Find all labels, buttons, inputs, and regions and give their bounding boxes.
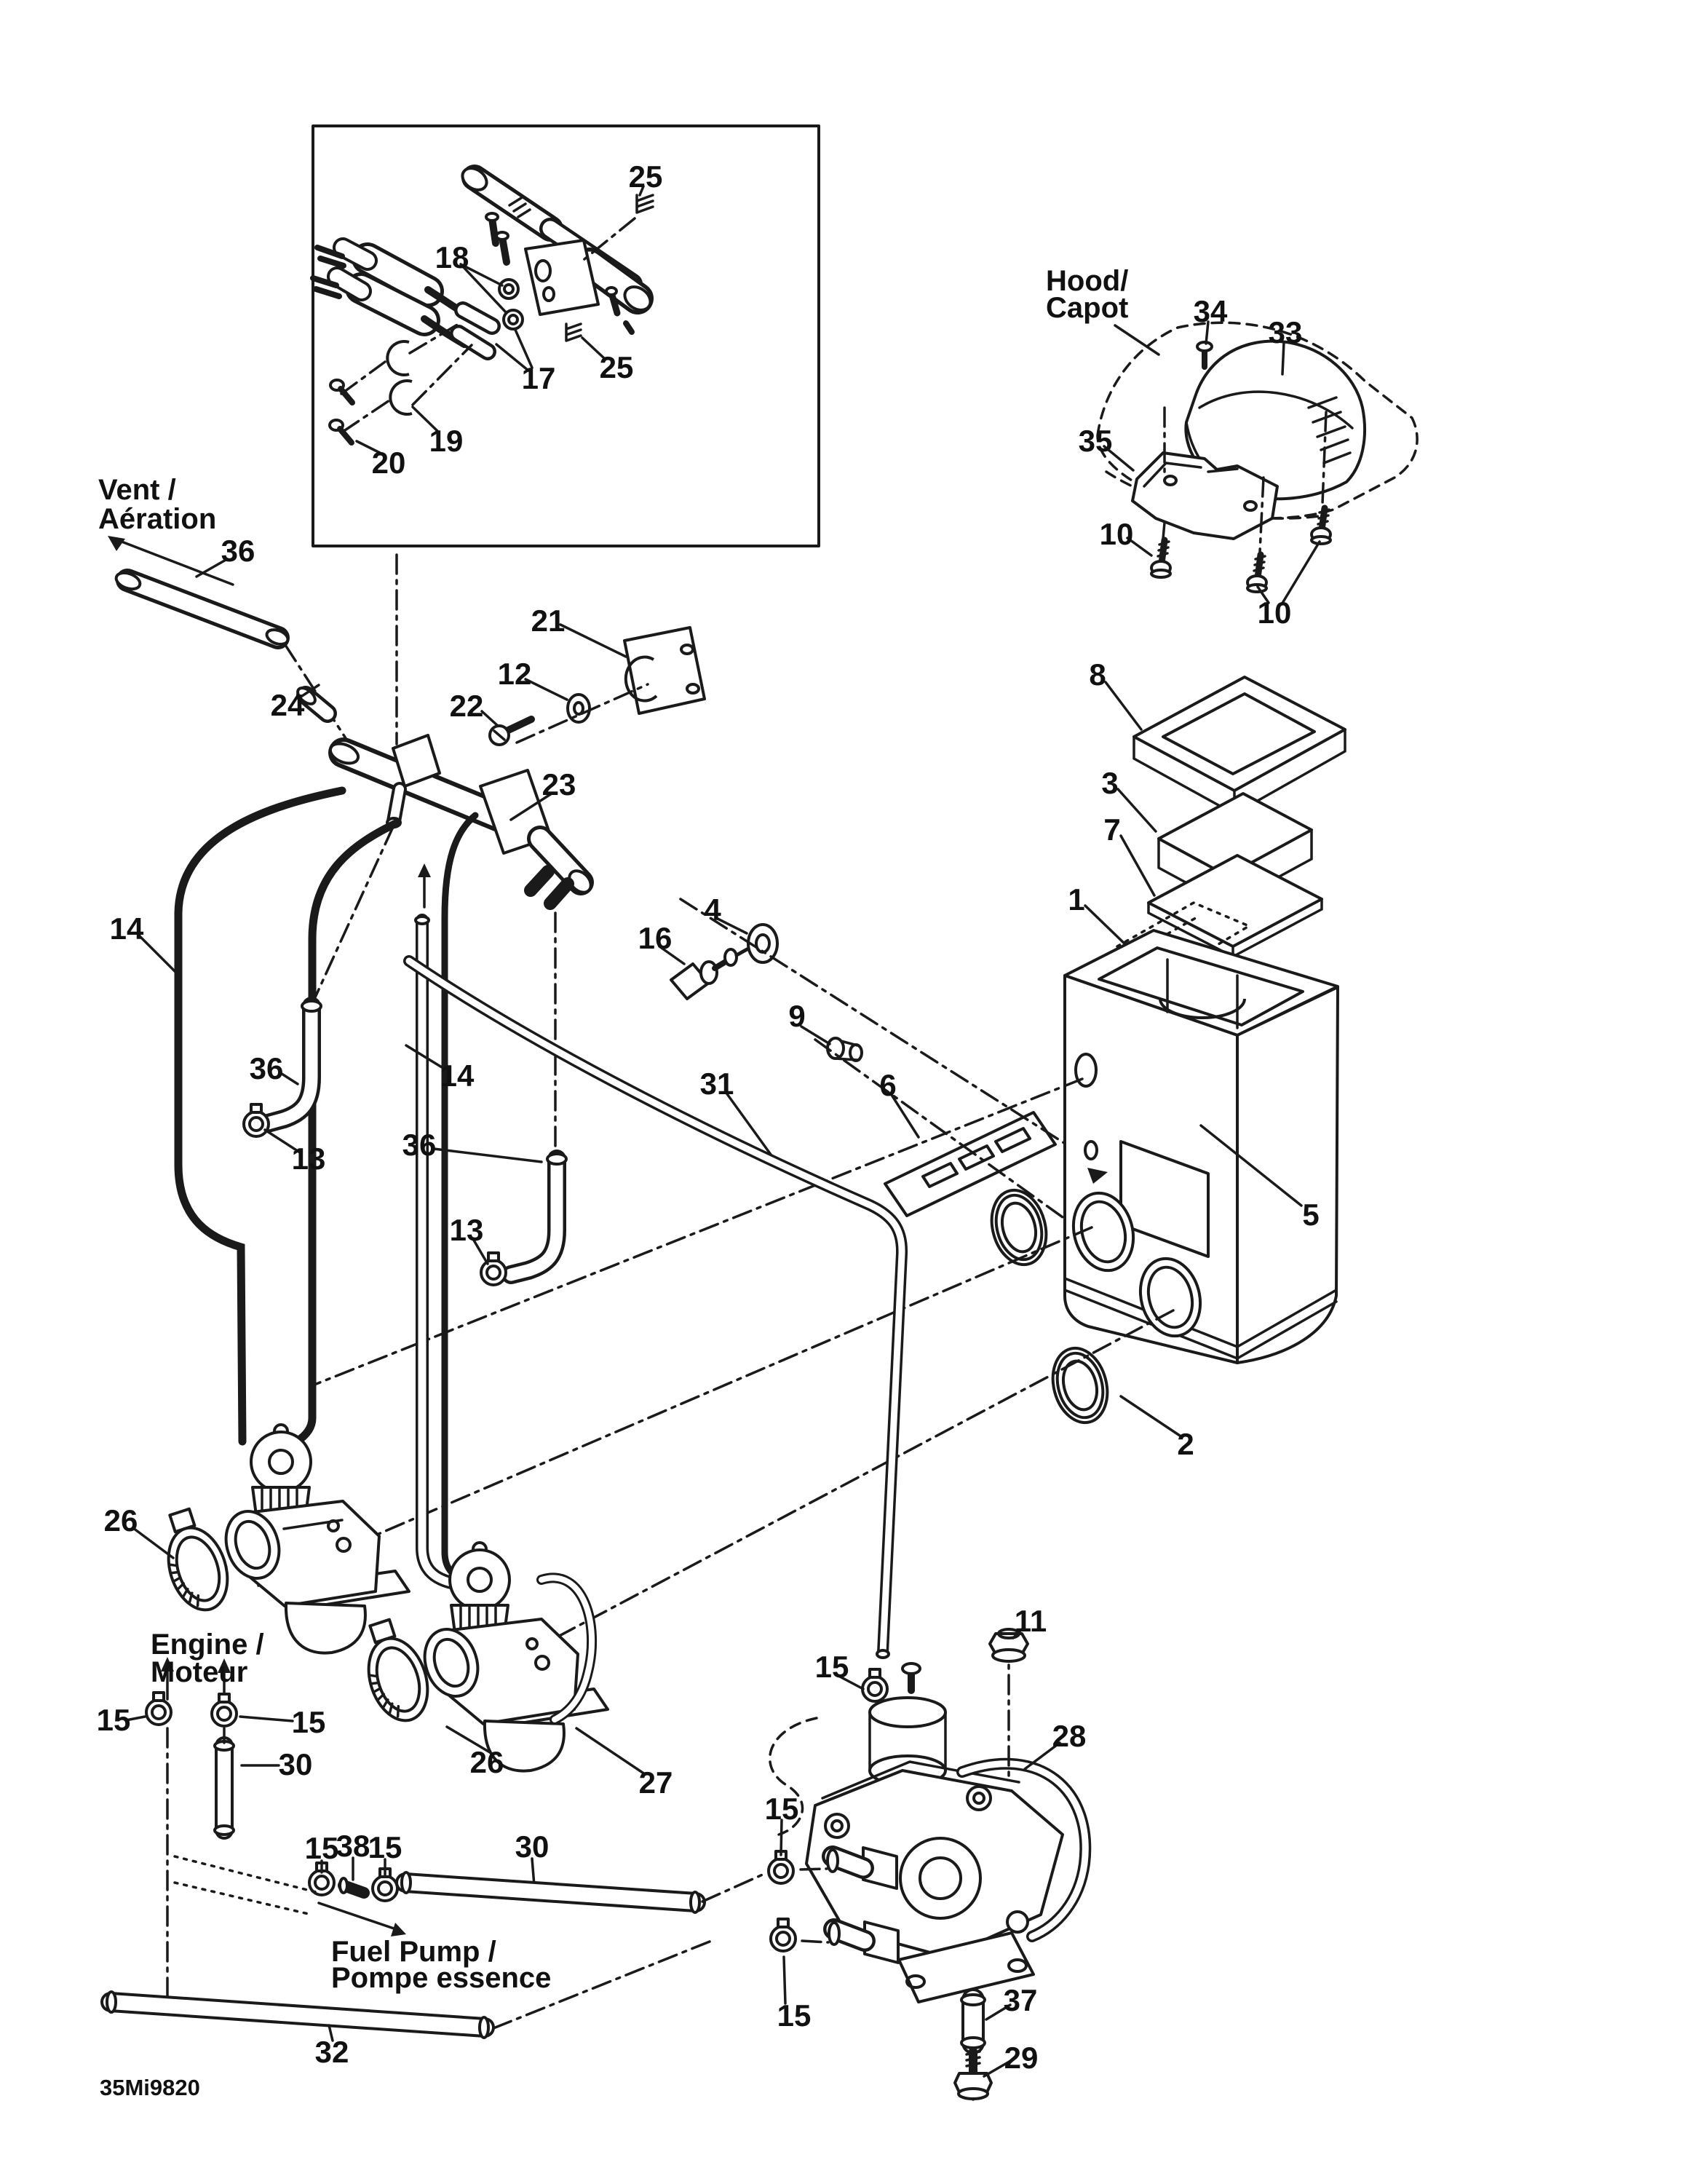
callout-label: 37 (1004, 1983, 1038, 2017)
text-annotations: Vent / Aération Hood/ Capot Engine / Mot… (98, 265, 1128, 2100)
callout-label: 35 (1079, 424, 1113, 458)
vent-label-fr: Aération (98, 503, 216, 535)
spring-screw-icon (565, 194, 654, 342)
callout-label: 33 (1269, 315, 1303, 349)
callout-label: 10 (1100, 517, 1134, 551)
hood-plate (1131, 451, 1279, 540)
callout-label: 36 (250, 1051, 284, 1085)
screw-icon (1150, 505, 1332, 593)
callout-label: 25 (600, 350, 634, 384)
callout-label: 15 (777, 1998, 812, 2033)
callout-label: 18 (435, 240, 469, 274)
engine-fittings (100, 1657, 766, 2042)
callout-label: 21 (531, 604, 566, 638)
callout-label: 6 (879, 1068, 896, 1102)
callout-label: 15 (305, 1831, 339, 1865)
vent-arrow-icon (108, 536, 125, 551)
fuel-valve-assembly (310, 165, 654, 454)
engine-label-fr: Moteur (151, 1656, 247, 1688)
callout-label: 12 (498, 657, 532, 691)
callout-label: 15 (292, 1705, 326, 1739)
callout-label: 29 (1004, 2041, 1039, 2075)
callout-label: 19 (429, 424, 464, 458)
callout-label: 7 (1103, 812, 1120, 847)
callout-label: 13 (292, 1142, 326, 1176)
callout-label: 36 (402, 1128, 437, 1162)
callout-label: 9 (788, 999, 805, 1033)
hood-label-en: Hood/ (1046, 265, 1128, 297)
flow-arrow-icon (1087, 1168, 1108, 1184)
callout-label: 15 (815, 1650, 849, 1684)
callout-label: 26 (470, 1745, 504, 1779)
callout-label: 30 (515, 1829, 550, 1864)
callout-label: 15 (97, 1703, 131, 1737)
callout-label: 34 (1194, 294, 1228, 328)
callout-label: 10 (1258, 596, 1292, 630)
hood-label-fr: Capot (1046, 292, 1128, 324)
callout-label: 14 (440, 1059, 475, 1093)
callout-label: 32 (315, 2035, 349, 2069)
fuel-pump-label-fr: Pompe essence (331, 1962, 551, 1994)
carburetor-left (224, 1423, 410, 1655)
callout-label: 31 (700, 1067, 734, 1101)
callout-label: 38 (336, 1829, 370, 1863)
callout-label: 23 (542, 767, 576, 802)
hood-assembly (1096, 320, 1419, 606)
callout-label: 36 (221, 534, 255, 568)
callout-label: 17 (522, 361, 556, 395)
air-silencer-stack (1084, 676, 1346, 973)
callout-layer: 2518171920253624211222233433351010837116… (97, 159, 1320, 2075)
callout-label: 2 (1177, 1427, 1194, 1461)
sensor-and-grommet (658, 917, 863, 1159)
callout-label: 11 (1015, 1604, 1047, 1638)
carb-clamp-right (367, 1618, 429, 1722)
callout-label: 15 (368, 1830, 402, 1864)
vent-label-en: Vent / (98, 474, 176, 506)
fuel-manifold (314, 553, 706, 1147)
fuel-pump-label-en: Fuel Pump / (331, 1936, 496, 1968)
vent-tube-assembly (108, 536, 354, 750)
callout-label: 22 (450, 689, 484, 723)
callout-label: 4 (704, 893, 721, 927)
inset-box (312, 124, 820, 547)
fuel-pump (767, 1628, 1092, 2101)
callout-label: 28 (1052, 1719, 1087, 1753)
callout-label: 26 (104, 1503, 138, 1538)
callout-label: 25 (629, 159, 663, 194)
vent-elbows (242, 997, 568, 1286)
callout-label: 14 (110, 911, 144, 946)
construction-lines (257, 898, 1175, 1666)
air-silencer-box (1063, 929, 1339, 1437)
callout-label: 8 (1089, 657, 1106, 692)
callout-label: 3 (1101, 766, 1118, 800)
callout-label: 30 (279, 1747, 313, 1781)
callout-label: 15 (765, 1792, 799, 1826)
carburetor-right (423, 1541, 609, 1773)
engine-label-en: Engine / (151, 1629, 264, 1661)
callout-label: 16 (638, 921, 673, 955)
callout-label: 20 (372, 446, 406, 480)
hose-clamp-icon (242, 1103, 507, 1286)
callout-label: 27 (639, 1765, 673, 1800)
callout-label: 5 (1302, 1198, 1319, 1232)
callout-label: 24 (271, 688, 305, 722)
intake-grate (884, 1093, 1057, 1217)
carb-clamp-left (167, 1507, 229, 1612)
figure-part-code: 35Mi9820 (100, 2075, 200, 2100)
callout-label: 1 (1068, 882, 1084, 917)
callout-label: 13 (450, 1213, 484, 1247)
